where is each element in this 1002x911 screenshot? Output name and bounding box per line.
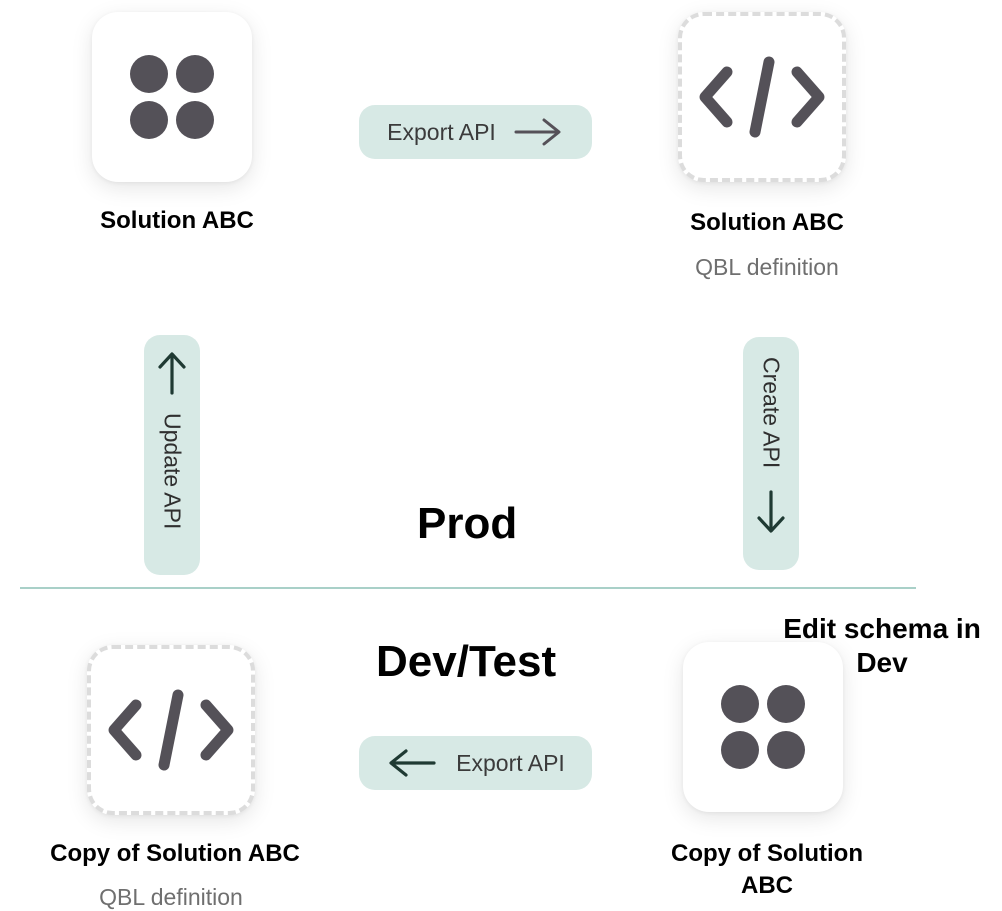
solution-abc-qbl-title: Solution ABC — [690, 209, 844, 236]
solution-abc-qbl-subtitle: QBL definition — [695, 254, 839, 280]
environment-divider — [20, 587, 916, 589]
copy-solution-abc-card[interactable] — [683, 642, 843, 812]
apps-grid-icon — [130, 55, 214, 139]
update-api-label: Update API — [159, 413, 186, 530]
apps-grid-icon — [721, 685, 805, 769]
dev-test-label: Dev/Test — [376, 637, 557, 686]
export-api-label: Export API — [387, 118, 496, 145]
copy-solution-abc-qbl-card[interactable] — [87, 645, 255, 815]
export-api-pill-top: Export API — [359, 105, 592, 159]
code-icon — [108, 689, 234, 771]
solution-abc-title: Solution ABC — [100, 207, 254, 234]
export-api-pill-bottom: Export API — [359, 736, 592, 790]
solution-abc-card[interactable] — [92, 12, 252, 182]
copy-solution-abc-qbl-subtitle: QBL definition — [99, 884, 243, 910]
create-api-pill: Create API — [743, 337, 799, 570]
copy-solution-abc-title: Copy of Solution ABC — [671, 840, 863, 899]
code-icon — [699, 56, 825, 138]
solution-abc-qbl-card[interactable] — [678, 12, 846, 182]
create-api-label: Create API — [758, 357, 785, 469]
export-api-label: Export API — [456, 749, 565, 776]
arrow-right-icon — [514, 118, 561, 146]
edit-schema-note: Edit schema in Dev — [783, 613, 981, 678]
arrow-down-icon — [757, 490, 785, 533]
arrow-up-icon — [158, 352, 186, 395]
arrow-left-icon — [389, 749, 436, 777]
copy-solution-abc-qbl-title: Copy of Solution ABC — [50, 840, 300, 867]
prod-label: Prod — [417, 499, 518, 548]
update-api-pill: Update API — [144, 335, 200, 575]
